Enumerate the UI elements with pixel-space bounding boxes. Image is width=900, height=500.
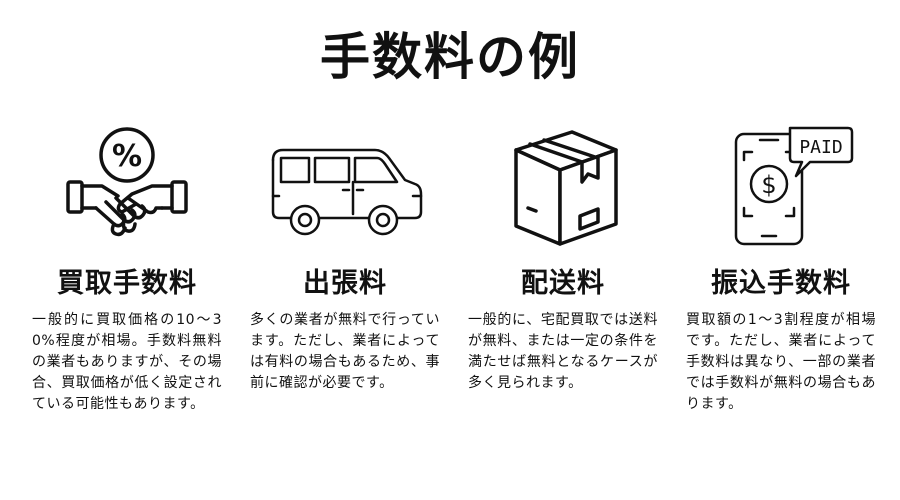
card-description: 一般的に買取価格の10〜30%程度が相場。手数料無料の業者もありますが、その場合… [32,312,222,412]
card-description: 多くの業者が無料で行っています。ただし、業者によっては有料の場合もあるため、事前… [250,312,440,391]
fee-card-purchase: % 買取手数料 一般的に買取価格の10〜30%程度が相場。手数料無料の業者もあり… [32,120,222,415]
fee-card-visit: 出張料 多くの業者が無料で行っています。ただし、業者によっては有料の場合もあるた… [250,120,440,394]
svg-text:$: $ [761,171,776,199]
card-title: 買取手数料 [57,268,197,299]
van-icon [250,120,440,250]
fee-card-transfer: $ PAID 振込手数料 買取額の1〜3割程度が相場です。ただし、業者によって手… [686,120,876,415]
card-title: 配送料 [521,268,605,299]
page-title: 手数料の例 [320,28,580,86]
handshake-percent-icon: % [32,120,222,250]
svg-text:PAID: PAID [799,137,842,158]
card-title: 出張料 [303,268,387,299]
cardboard-box-icon [468,120,658,250]
card-description: 一般的に、宅配買取では送料が無料、または一定の条件を満たせば無料となるケースが多… [468,312,658,391]
card-title: 振込手数料 [711,268,851,299]
fee-card-shipping: 配送料 一般的に、宅配買取では送料が無料、または一定の条件を満たせば無料となるケ… [468,120,658,394]
card-description: 買取額の1〜3割程度が相場です。ただし、業者によって手数料は異なり、一部の業者で… [686,312,876,412]
smartphone-payment-icon: $ PAID [686,120,876,250]
svg-text:%: % [112,139,142,174]
